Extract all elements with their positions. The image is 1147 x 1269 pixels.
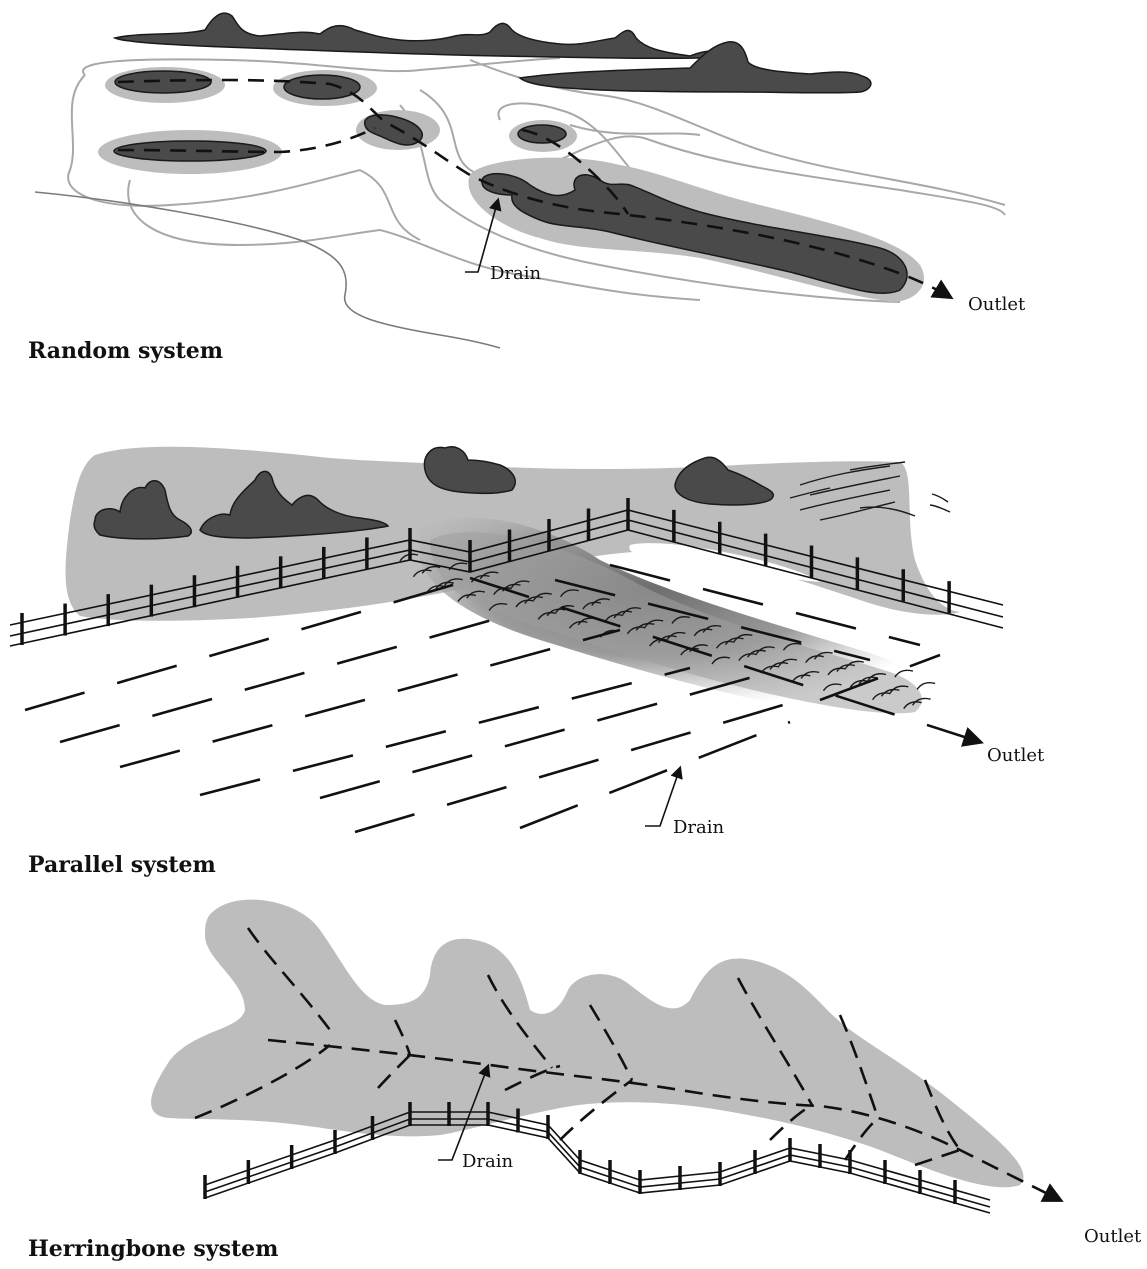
parallel-drain-label: Drain [673, 817, 725, 838]
random-outlet-label: Outlet [968, 294, 1026, 315]
random-system-caption: Random system [28, 338, 223, 364]
parallel-outlet-label: Outlet [987, 745, 1045, 766]
parallel-system-caption: Parallel system [28, 852, 216, 878]
parallel-drain-pointer: Drain [645, 768, 725, 838]
parallel-system-panel: Drain Outlet Parallel system [10, 447, 1045, 878]
random-system-panel: Drain Outlet Random system [28, 13, 1026, 364]
herringbone-outlet-label: Outlet [1084, 1226, 1142, 1247]
herringbone-system-panel: Drain Outlet Herringbone system [28, 900, 1142, 1262]
random-drain-label: Drain [490, 263, 542, 284]
wet-field [151, 900, 1023, 1188]
herringbone-system-caption: Herringbone system [28, 1236, 278, 1262]
herringbone-drain-label: Drain [462, 1151, 514, 1172]
